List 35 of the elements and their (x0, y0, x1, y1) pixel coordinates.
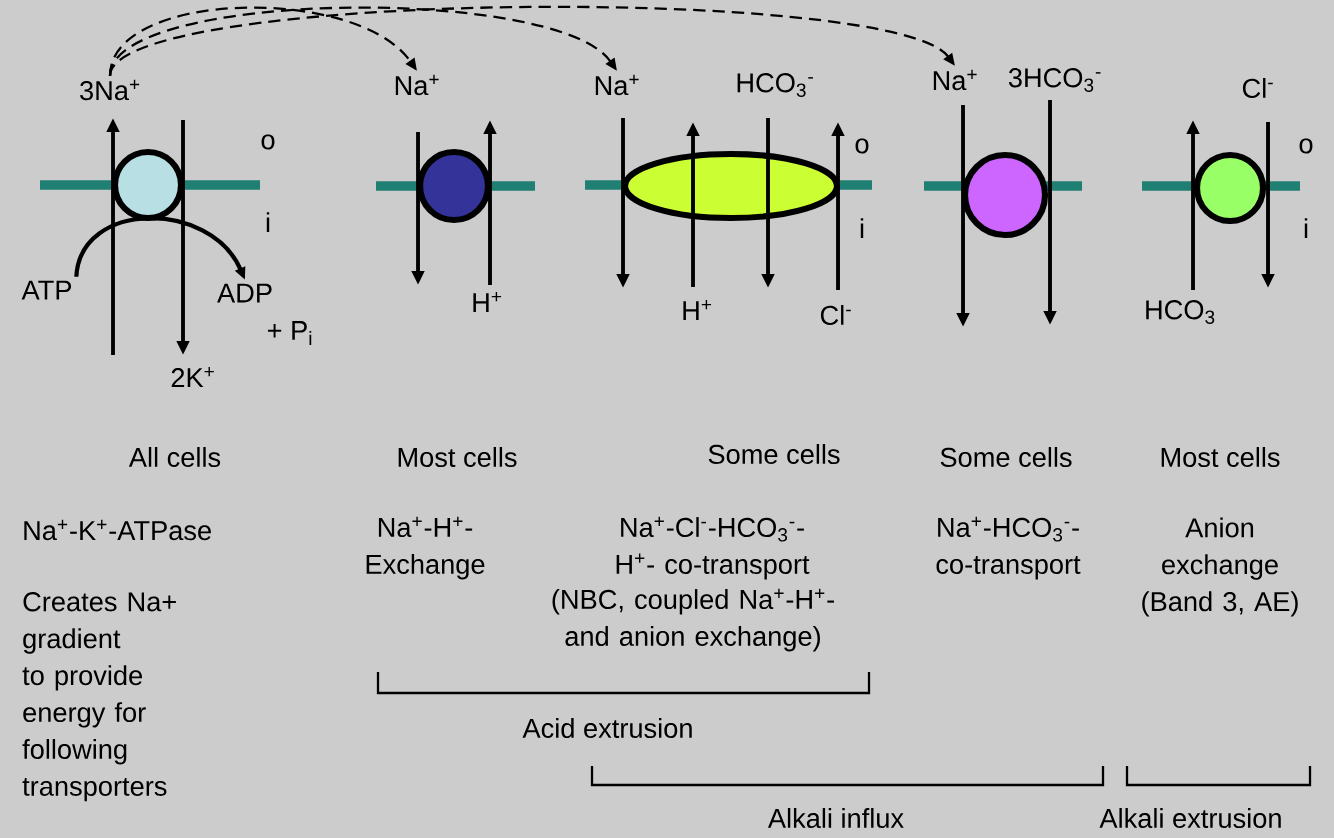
text-label: HCO$_{3}$ (1146, 300, 1215, 324)
text-label: Alkali influx (767, 808, 904, 828)
arrow (109, 6, 955, 77)
text-label: Na$^{+}$-H$^{+}$- Exchange (366, 516, 485, 580)
text-label: 3HCO$_{3}$- (1008, 68, 1101, 92)
text-label: o (1299, 138, 1313, 154)
text-label: Most cells (1161, 447, 1280, 467)
text-label: All cells (128, 447, 221, 467)
ion-label: 3Na$^{+}$ (80, 79, 140, 101)
text-label: Some cells (940, 447, 1072, 467)
text-label: Creates Na+ gradient to provide energy for following transporters (22, 592, 176, 802)
text-label: H$^{+}$ (683, 299, 712, 321)
text-label: i (1304, 218, 1308, 238)
text-label: Na$^{+}$-Cl$^{-}$-HCO$_{3}$$^{-}$-H$^{+}$- co-transport (616, 516, 810, 580)
text-label: Na$^{+}$-K$^{+}$-ATPase (24, 519, 211, 541)
text-label: i (266, 212, 270, 232)
text-label: Na$^{+}$-HCO$_{3}$$^{-}$- co-transport (936, 516, 1081, 580)
text-label: o (261, 134, 275, 150)
transporter-circle (1193, 151, 1267, 225)
text-label: i (860, 218, 864, 238)
text-label: (NBC, coupled Na$^{+}$-H$^{+}$- and anion exchange) (552, 588, 834, 652)
text-label: Cl$^{-}$ (820, 305, 851, 325)
ion-label: Na$^{+}$ (395, 74, 439, 96)
text-label: Alkali extrusion (1099, 808, 1281, 828)
text-label: o (855, 138, 869, 154)
ion-label: ATP (21, 280, 72, 300)
text-label: Anion exchange (Band 3, AE) (1142, 517, 1298, 617)
text-label: 2K$^{+}$ (171, 366, 214, 388)
text-label: Most cells (398, 447, 517, 467)
ion-label: ADP (217, 283, 272, 303)
text-label: Acid extrusion (522, 718, 692, 738)
ion-label: Na$^{+}$ (933, 69, 977, 91)
text-label: Some cells (708, 444, 840, 464)
text-label: + P$_{i}$ (267, 321, 312, 345)
ion-label: Na$^{+}$ (595, 74, 639, 96)
